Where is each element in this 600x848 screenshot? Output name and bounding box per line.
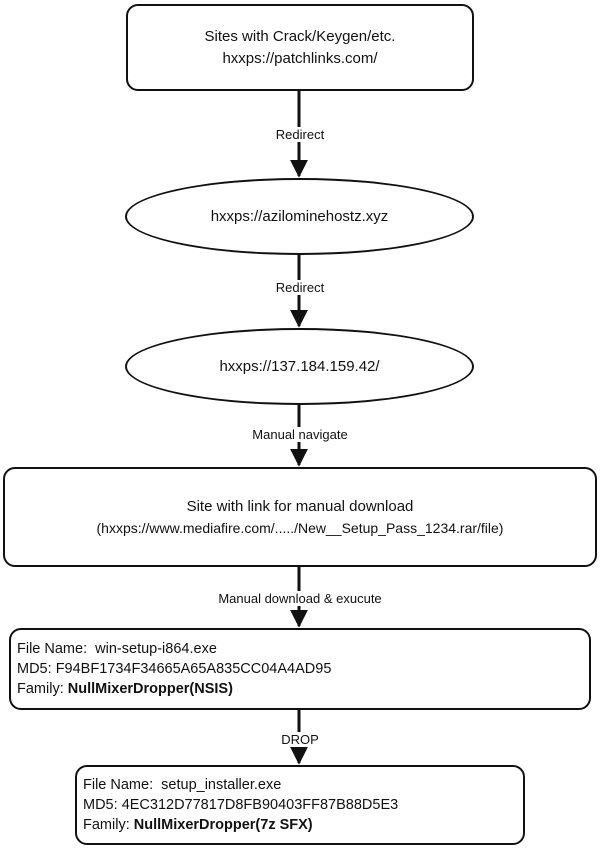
source-site-url: hxxps://patchlinks.com/ xyxy=(222,49,378,67)
edge-label-manual-navigate: Manual navigate xyxy=(250,427,350,442)
dropper1-md5-value: F94BF1734F34665A65A835CC04A4AD95 xyxy=(55,661,332,677)
edge-label-redirect-1: Redirect xyxy=(273,127,327,142)
download-site-url: (hxxps://www.mediafire.com/...../New__Se… xyxy=(96,520,504,536)
redirect-host2-url: hxxps://137.184.159.42/ xyxy=(219,357,380,375)
dropper1-family-value: NullMixerDropper(NSIS) xyxy=(67,681,233,697)
dropper2-family-value: NullMixerDropper(7z SFX) xyxy=(133,817,313,833)
edge-label-manual-download: Manual download & exucute xyxy=(216,591,384,606)
redirect-host1-url: hxxps://azilominehostz.xyz xyxy=(210,207,389,225)
dropper2-family: Family: NullMixerDropper(7z SFX) xyxy=(83,817,313,833)
dropper2-md5: MD5: 4EC312D77817D8FB90403FF87B88D5E3 xyxy=(83,797,399,813)
download-site-title: Site with link for manual download xyxy=(186,498,414,515)
dropper1-file-name-value: win-setup-i864.exe xyxy=(95,641,217,657)
dropper1-box: File Name: win-setup-i864.exe MD5: F94BF… xyxy=(9,628,591,710)
dropper1-md5: MD5: F94BF1734F34665A65A835CC04A4AD95 xyxy=(17,661,332,677)
dropper2-file-name-value: setup_installer.exe xyxy=(161,777,282,793)
dropper1-file-name: File Name: win-setup-i864.exe xyxy=(17,641,217,657)
dropper2-md5-value: 4EC312D77817D8FB90403FF87B88D5E3 xyxy=(121,797,399,813)
redirect-host2-ellipse: hxxps://137.184.159.42/ xyxy=(125,328,474,405)
download-site-box: Site with link for manual download (hxxp… xyxy=(3,467,597,567)
edge-label-redirect-2: Redirect xyxy=(273,280,327,295)
dropper2-box: File Name: setup_installer.exe MD5: 4EC3… xyxy=(75,765,525,845)
source-site-title: Sites with Crack/Keygen/etc. xyxy=(204,27,396,45)
dropper1-family: Family: NullMixerDropper(NSIS) xyxy=(17,681,233,697)
source-site-box: Sites with Crack/Keygen/etc. hxxps://pat… xyxy=(126,4,474,91)
dropper2-file-name: File Name: setup_installer.exe xyxy=(83,777,282,793)
redirect-host1-ellipse: hxxps://azilominehostz.xyz xyxy=(125,178,474,255)
edge-label-drop: DROP xyxy=(279,732,321,747)
